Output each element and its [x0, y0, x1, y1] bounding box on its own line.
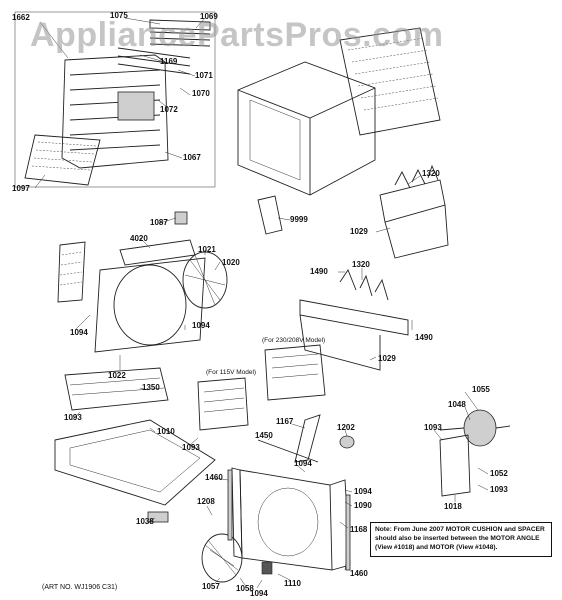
callout-1018[interactable]: 1018: [444, 502, 462, 511]
callout-1093-d[interactable]: 1093: [490, 485, 508, 494]
callout-1070[interactable]: 1070: [192, 89, 210, 98]
callout-1072[interactable]: 1072: [160, 105, 178, 114]
callout-1069[interactable]: 1069: [200, 12, 218, 21]
callout-1460-b[interactable]: 1460: [350, 569, 368, 578]
callout-1022[interactable]: 1022: [108, 371, 126, 380]
callout-1029-lower[interactable]: 1029: [378, 354, 396, 363]
callout-1320-upper[interactable]: 1320: [422, 169, 440, 178]
callout-1067[interactable]: 1067: [183, 153, 201, 162]
watermark-logo: AppliancePartsPros.com: [30, 16, 444, 54]
motor-angle-bracket[interactable]: [439, 434, 471, 497]
callout-1094-e[interactable]: 1094: [250, 589, 268, 598]
rear-grille[interactable]: [339, 27, 441, 136]
callout-1010[interactable]: 1010: [157, 427, 175, 436]
leader-lines: [34, 17, 489, 589]
callout-1094-a[interactable]: 1094: [70, 328, 88, 337]
part-1110[interactable]: [261, 561, 273, 575]
condenser-bracket-upper[interactable]: [379, 164, 449, 259]
callout-1094-d[interactable]: 1094: [354, 487, 372, 496]
seal-strip-1460-left[interactable]: [227, 469, 233, 541]
callout-1169[interactable]: 1169: [160, 57, 178, 66]
callout-1071[interactable]: 1071: [195, 71, 213, 80]
control-board-230v[interactable]: [264, 344, 326, 401]
callout-1208[interactable]: 1208: [197, 497, 215, 506]
callout-9999[interactable]: 9999: [290, 215, 308, 224]
part-1087-block[interactable]: [174, 211, 188, 225]
callout-1094-c[interactable]: 1094: [294, 459, 312, 468]
callout-1490-upper[interactable]: 1490: [310, 267, 328, 276]
drain-pan-1350[interactable]: [64, 367, 169, 411]
callout-1090[interactable]: 1090: [354, 501, 372, 510]
front-grille-frame[interactable]: [14, 11, 216, 188]
condenser-blower-wheel[interactable]: [201, 533, 243, 583]
capacitor-1167[interactable]: [294, 414, 321, 463]
callout-1057[interactable]: 1057: [202, 582, 220, 591]
owners-manual[interactable]: [257, 195, 283, 235]
callout-4020[interactable]: 4020: [130, 234, 148, 243]
part-1038[interactable]: [147, 511, 169, 523]
callout-1029-upper[interactable]: 1029: [350, 227, 368, 236]
fan-motor[interactable]: [439, 409, 511, 447]
callout-1052[interactable]: 1052: [490, 469, 508, 478]
callout-1021[interactable]: 1021: [198, 245, 216, 254]
callout-1662[interactable]: 1662: [12, 13, 30, 22]
callout-1097[interactable]: 1097: [12, 184, 30, 193]
part-1202[interactable]: [339, 435, 355, 449]
callout-1020[interactable]: 1020: [222, 258, 240, 267]
condenser-coil[interactable]: [231, 467, 351, 571]
base-pan[interactable]: [54, 419, 216, 506]
callout-1038[interactable]: 1038: [136, 517, 154, 526]
cabinet-case[interactable]: [237, 61, 376, 196]
callout-1058[interactable]: 1058: [236, 584, 254, 593]
callout-1350[interactable]: 1350: [142, 383, 160, 392]
louver-blades[interactable]: [117, 19, 211, 75]
callout-1087[interactable]: 1087: [150, 218, 168, 227]
callout-1094-b[interactable]: 1094: [192, 321, 210, 330]
fan-shroud-assembly[interactable]: [57, 239, 206, 353]
air-filter[interactable]: [24, 134, 101, 186]
callout-1450[interactable]: 1450: [255, 431, 273, 440]
variant-label-230v: (For 230/208V Model): [262, 337, 326, 344]
callout-1320-lower[interactable]: 1320: [352, 260, 370, 269]
callout-1460-a[interactable]: 1460: [205, 473, 223, 482]
callout-1202[interactable]: 1202: [337, 423, 355, 432]
motor-cushion-note: Note: From June 2007 MOTOR CUSHION and S…: [370, 522, 552, 557]
art-number: (ART NO. WJ1906 C31): [42, 584, 118, 591]
callout-1093-a[interactable]: 1093: [64, 413, 82, 422]
callout-1075[interactable]: 1075: [110, 11, 128, 20]
callout-1093-c[interactable]: 1093: [424, 423, 442, 432]
variant-label-115v: (For 115V Model): [206, 369, 257, 376]
condenser-bracket-lower[interactable]: [299, 269, 409, 371]
seal-strip-1460-right[interactable]: [345, 494, 351, 571]
callout-1055[interactable]: 1055: [472, 385, 490, 394]
callout-1093-b[interactable]: 1093: [182, 443, 200, 452]
callout-1048[interactable]: 1048: [448, 400, 466, 409]
callout-1167[interactable]: 1167: [276, 417, 294, 426]
part-1450-strip[interactable]: [257, 439, 319, 463]
callout-1168[interactable]: 1168: [350, 525, 368, 534]
callout-1490-lower[interactable]: 1490: [415, 333, 433, 342]
callout-1110[interactable]: 1110: [284, 579, 301, 588]
control-board-115v[interactable]: [197, 377, 249, 431]
